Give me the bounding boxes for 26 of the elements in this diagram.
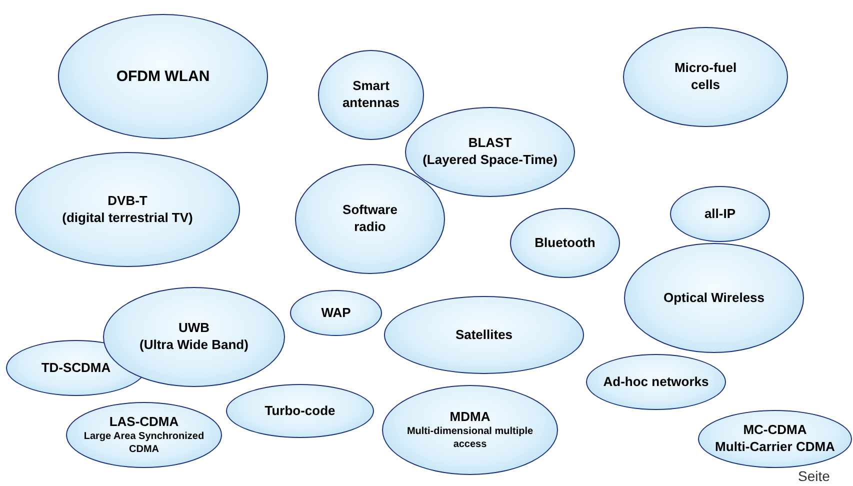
node-title: MDMA xyxy=(450,408,490,426)
node-title: all-IP xyxy=(704,206,736,222)
node-title: MC-CDMA xyxy=(743,422,807,439)
node-title: Satellites xyxy=(455,326,513,344)
node-subtitle: Multi-dimensional multiple access xyxy=(406,425,534,452)
node-subtitle: (Ultra Wide Band) xyxy=(140,337,248,354)
node-subtitle: (digital terrestrial TV) xyxy=(62,210,193,226)
ellipse-node xyxy=(290,290,382,336)
node-title: DVB-T xyxy=(108,192,148,210)
node-title: Turbo-code xyxy=(264,402,336,420)
node-subtitle: (Layered Space-Time) xyxy=(422,152,558,169)
node-title: Micro-fuel cells xyxy=(673,60,738,94)
node-title: Bluetooth xyxy=(534,234,596,252)
node-title: TD-SCDMA xyxy=(41,360,111,376)
node-title: UWB xyxy=(178,320,210,337)
node-subtitle: Large Area Synchronized CDMA xyxy=(82,430,206,456)
page-label: Seite xyxy=(798,468,830,484)
node-title: Optical Wireless xyxy=(663,290,765,306)
node-title: Ad-hoc networks xyxy=(603,374,709,390)
node-subtitle: Multi-Carrier CDMA xyxy=(715,439,835,456)
node-title: WAP xyxy=(321,304,351,322)
node-title: LAS-CDMA xyxy=(109,414,179,430)
node-title: BLAST xyxy=(468,135,512,152)
node-title: Software radio xyxy=(342,202,398,236)
node-title: Smart antennas xyxy=(341,78,401,112)
node-title: OFDM WLAN xyxy=(116,66,210,86)
